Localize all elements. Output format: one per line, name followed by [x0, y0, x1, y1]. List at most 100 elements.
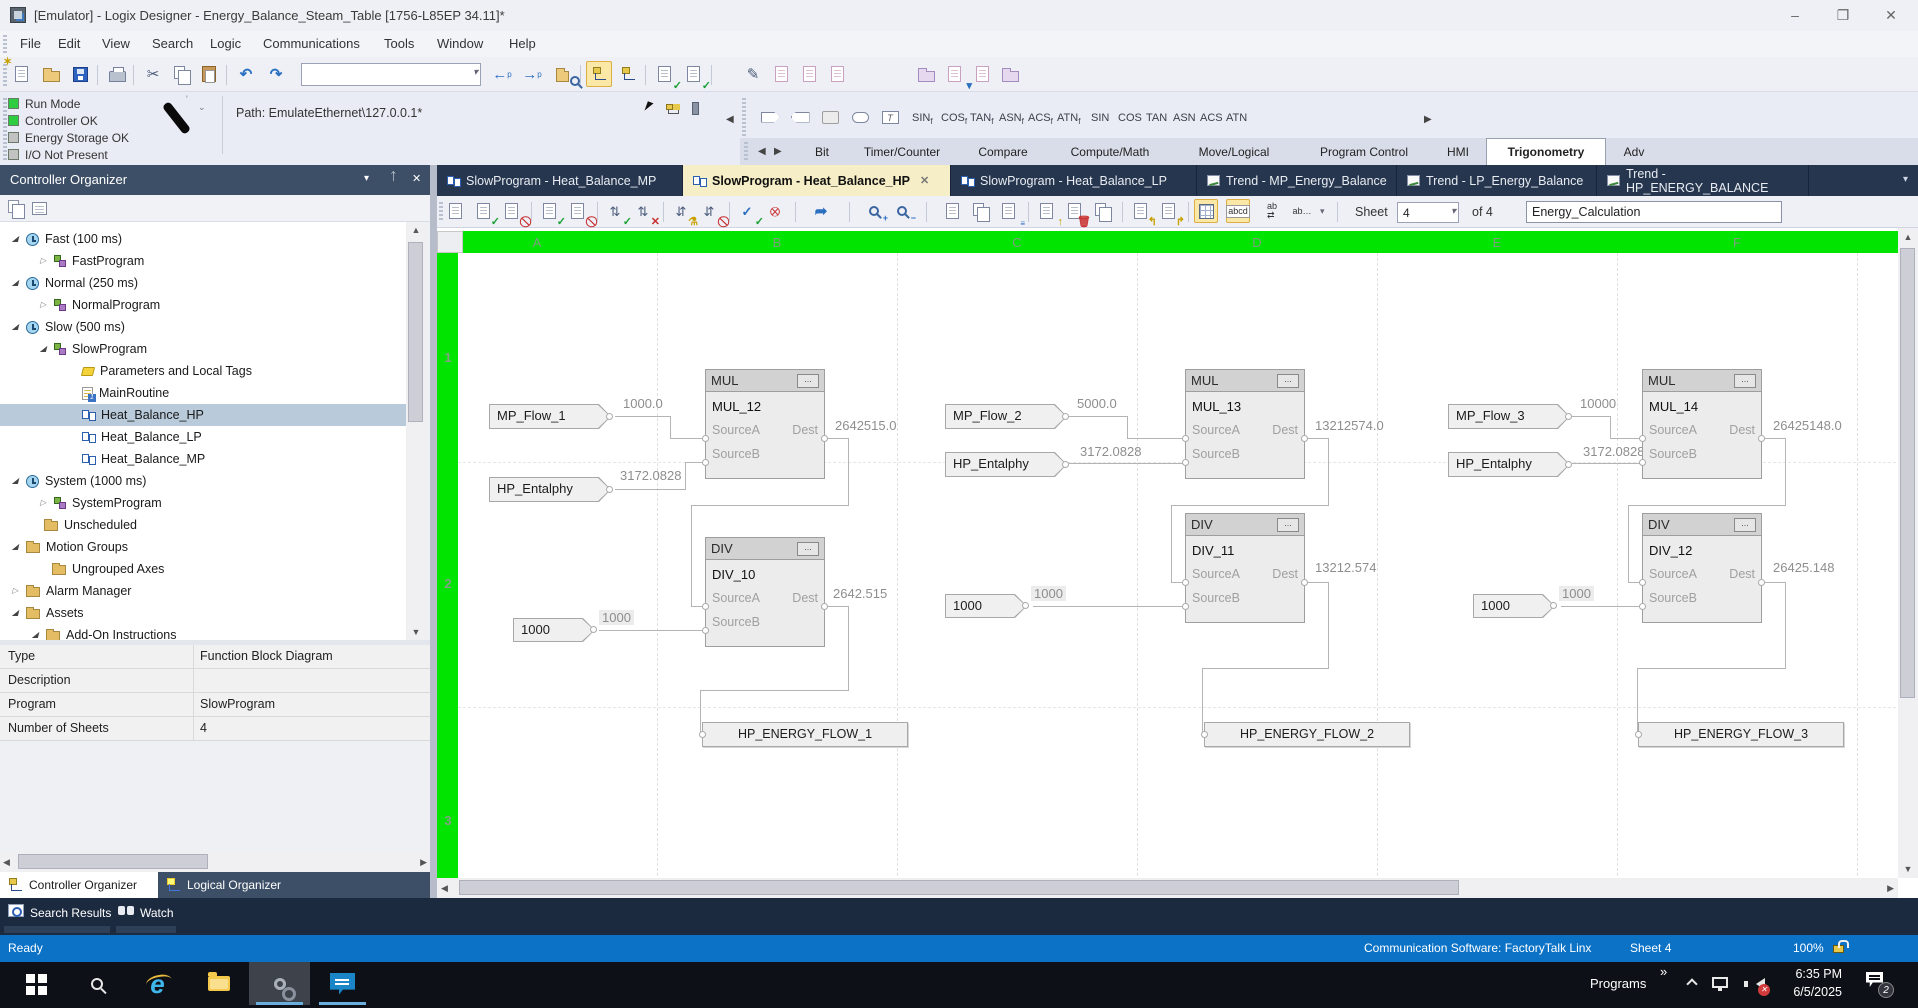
print-button[interactable]	[104, 61, 130, 87]
tab-bit[interactable]: Bit	[814, 144, 829, 159]
instruction-sin[interactable]: SIN	[1091, 112, 1110, 124]
scroll-up-icon[interactable]: ▲	[1903, 232, 1913, 242]
tag-pin[interactable]	[1550, 602, 1557, 609]
menu-logic[interactable]: Logic	[210, 36, 242, 51]
palette-scroll-left-icon[interactable]: ◀	[726, 114, 734, 125]
cancel-assemble-button[interactable]: ⇅✕	[637, 203, 660, 228]
input-reference-tag[interactable]: MP_Flow_2	[945, 404, 1069, 429]
scroll-right-icon[interactable]: ▶	[420, 857, 427, 867]
verify-routine-button[interactable]: ✓	[651, 61, 682, 92]
sheet-selector[interactable]: 4	[1397, 202, 1459, 223]
tree-item-fast-task[interactable]: Fast (100 ms)	[0, 228, 406, 250]
scroll-right-icon[interactable]: ▶	[1887, 883, 1894, 893]
taskbar-explorer-icon[interactable]	[188, 962, 249, 1005]
paste-sheet-button[interactable]	[1090, 199, 1114, 223]
tree-item-motion-groups[interactable]: Motion Groups	[0, 536, 406, 558]
input-pin[interactable]	[702, 627, 709, 634]
editor-vscrollbar[interactable]: ▲ ▼	[1898, 228, 1918, 878]
tab-advanced[interactable]: Adv	[1623, 144, 1645, 159]
tag-pin[interactable]	[1062, 461, 1069, 468]
scroll-down-icon[interactable]: ▼	[411, 627, 421, 637]
tag-pin[interactable]	[1565, 461, 1572, 468]
constant-tag[interactable]: 1000	[1473, 594, 1557, 618]
splitter[interactable]	[0, 640, 430, 645]
tag-pin[interactable]	[606, 413, 613, 420]
untest-edits-button[interactable]: ⇵⃠	[703, 203, 715, 219]
save-button[interactable]	[67, 61, 93, 87]
input-pin[interactable]	[702, 435, 709, 442]
scrollbar-thumb[interactable]	[1900, 248, 1915, 698]
expander-icon[interactable]	[40, 301, 52, 309]
instruction-asn[interactable]: ASN	[1173, 112, 1196, 124]
list-view-icon[interactable]	[28, 197, 50, 219]
assemble-edits-button[interactable]: ⇅✓	[609, 203, 632, 228]
tree-item-fastprogram[interactable]: FastProgram	[0, 250, 406, 272]
input-pin[interactable]	[1182, 579, 1189, 586]
tag-pin[interactable]	[1635, 730, 1642, 738]
input-pin[interactable]	[1182, 435, 1189, 442]
programs-button[interactable]: Programs	[1590, 976, 1647, 991]
spell-text-button[interactable]: abcd	[1226, 199, 1250, 223]
accept-all-button[interactable]: ✓	[537, 199, 566, 228]
tag-browse-button[interactable]: ab…	[1292, 205, 1312, 216]
instruction-sin-f[interactable]: SINf	[912, 112, 933, 127]
taskbar-search-button[interactable]	[66, 962, 127, 1005]
tag-pin[interactable]	[1201, 730, 1208, 738]
tab-search-results[interactable]: Search Results	[30, 906, 112, 920]
zoom-out-button[interactable]: −	[890, 199, 916, 223]
output-reference-tool[interactable]	[786, 106, 814, 128]
language-element-button[interactable]	[796, 61, 822, 87]
zoom-in-button[interactable]: +	[862, 199, 888, 223]
tree-item-add-on-instructions[interactable]: Add-On Instructions	[0, 624, 406, 640]
motion-tool-button[interactable]: ▾	[941, 61, 972, 92]
search-next-button[interactable]: →p	[522, 65, 542, 83]
logical-organizer-toggle[interactable]	[615, 61, 641, 87]
input-reference-tag[interactable]: MP_Flow_1	[489, 404, 613, 429]
tree-item-mainroutine[interactable]: MainRoutine	[0, 382, 406, 404]
doc-tab-trend-hp[interactable]: Trend - HP_ENERGY_BALANCE	[1597, 165, 1809, 196]
expander-icon[interactable]	[12, 587, 24, 595]
instruction-atn[interactable]: ATN	[1226, 112, 1248, 124]
tab-compare[interactable]: Compare	[978, 144, 1028, 159]
expander-icon[interactable]	[12, 279, 24, 287]
panel-close-icon[interactable]: ✕	[412, 173, 422, 185]
tree-item-assets[interactable]: Assets	[0, 602, 406, 624]
pin-icon[interactable]: ᛏ	[390, 171, 397, 183]
tab-hmi[interactable]: HMI	[1447, 144, 1469, 159]
previous-sheet-button[interactable]: ↰	[1128, 199, 1157, 228]
input-pin[interactable]	[1639, 435, 1646, 442]
menu-edit[interactable]: Edit	[58, 36, 81, 51]
scroll-up-icon[interactable]: ▲	[411, 225, 421, 235]
sheet-copy-button[interactable]	[968, 199, 992, 223]
instruction-cos[interactable]: COS	[1118, 112, 1142, 124]
language-element-button[interactable]	[768, 61, 794, 87]
expander-icon[interactable]	[12, 477, 24, 485]
tab-watch[interactable]: Watch	[140, 906, 174, 920]
panel-hscrollbar[interactable]: ◀ ▶	[0, 852, 430, 872]
editor-hscrollbar[interactable]: ◀ ▶	[437, 878, 1898, 898]
output-reference-tag[interactable]: HP_ENERGY_FLOW_1	[699, 722, 908, 747]
motion-tool-button[interactable]	[997, 61, 1023, 87]
tab-compute-math[interactable]: Compute/Math	[1070, 144, 1150, 159]
input-pin[interactable]	[1182, 603, 1189, 610]
input-pin[interactable]	[1639, 459, 1646, 466]
input-pin[interactable]	[702, 459, 709, 466]
grid-toggle-button[interactable]	[1194, 199, 1218, 223]
output-pin[interactable]	[1301, 435, 1308, 442]
textbox-tool[interactable]: T	[876, 106, 904, 128]
scroll-down-icon[interactable]: ▼	[1903, 864, 1913, 874]
tag-pin[interactable]	[1022, 602, 1029, 609]
fbd-canvas[interactable]: A B C D E F 1 2 3 MP_Flow_1 1000.0 HP_En…	[437, 228, 1898, 878]
trend-tool-button[interactable]	[913, 61, 939, 87]
sheet-list-button[interactable]: ≡	[996, 199, 1025, 228]
tree-item-heat-balance-lp[interactable]: Heat_Balance_LP	[0, 426, 406, 448]
scrollbar-thumb[interactable]	[459, 880, 1459, 895]
doc-tab-heat-balance-lp[interactable]: SlowProgram - Heat_Balance_LP	[951, 165, 1197, 196]
input-pin[interactable]	[1182, 459, 1189, 466]
input-pin[interactable]	[1639, 579, 1646, 586]
toolbar-combobox[interactable]	[301, 63, 481, 86]
output-reference-tag[interactable]: HP_ENERGY_FLOW_2	[1201, 722, 1410, 747]
taskbar-ie-icon[interactable]: e	[150, 968, 165, 999]
